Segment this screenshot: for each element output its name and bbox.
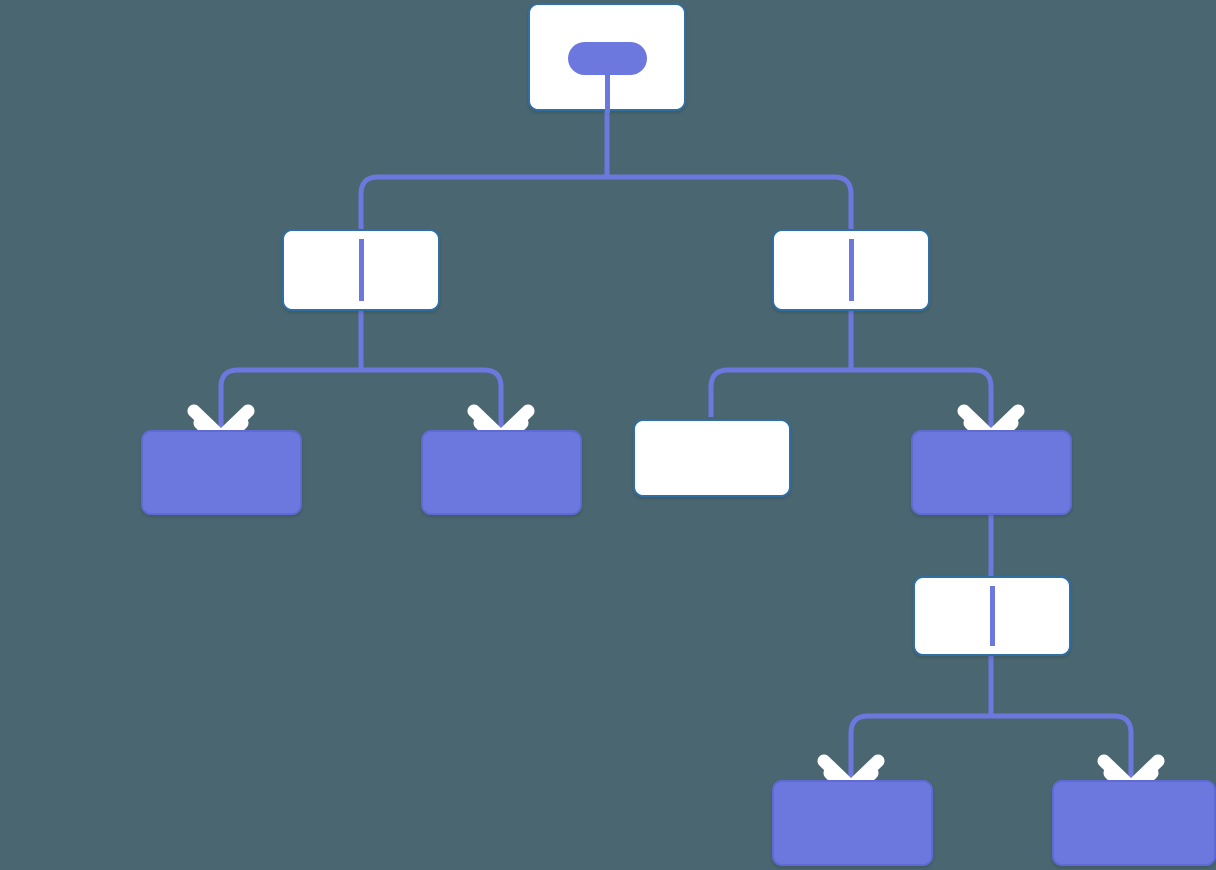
node-right-3-inner-line	[990, 586, 995, 646]
edge-left1-to-left2a	[187, 309, 364, 450]
node-right-1-inner-line	[849, 239, 854, 301]
node-right-2b[interactable]	[911, 430, 1072, 515]
edge-right1-to-right2b	[848, 309, 1025, 450]
edge-right3-to-right4b	[988, 654, 1165, 800]
node-right-2a[interactable]	[633, 419, 791, 497]
edge-root-to-left-1	[358, 111, 610, 231]
edge-root-to-right-1	[604, 111, 854, 231]
node-root[interactable]	[528, 3, 686, 113]
node-left-2a[interactable]	[141, 430, 302, 515]
node-right-3[interactable]	[913, 576, 1071, 656]
node-left-2b[interactable]	[421, 430, 582, 515]
edge-left1-to-left2b	[358, 309, 535, 450]
node-root-connector-stub	[605, 60, 610, 113]
node-right-4b[interactable]	[1052, 780, 1216, 866]
node-right-1[interactable]	[772, 229, 930, 311]
node-left-1[interactable]	[282, 229, 440, 311]
node-right-4a[interactable]	[772, 780, 933, 866]
node-left-1-inner-line	[359, 239, 364, 301]
edge-right1-to-right2a	[708, 309, 854, 417]
edge-right3-to-right4a	[817, 654, 994, 800]
